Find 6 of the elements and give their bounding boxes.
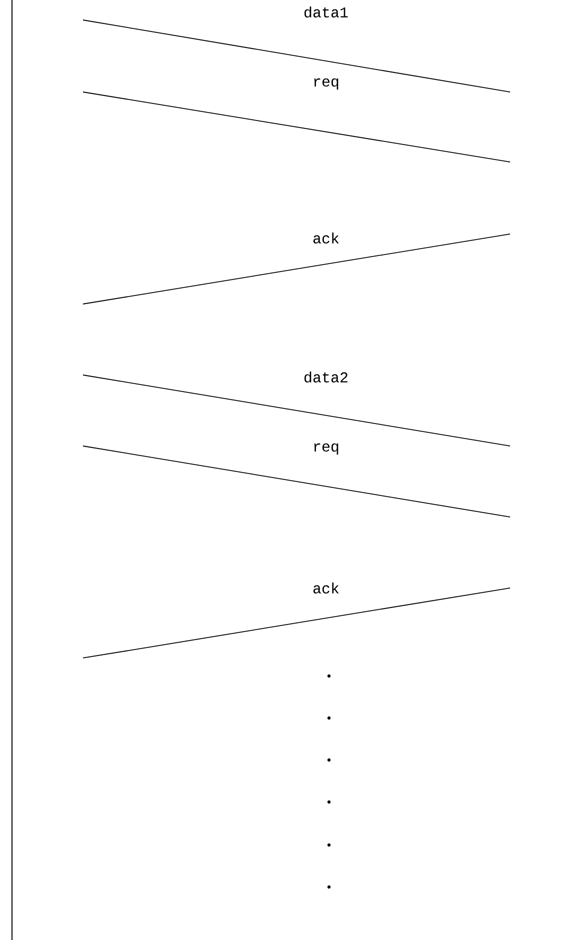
message-label: req	[314, 443, 338, 455]
message-label: ack	[313, 232, 339, 244]
message-label: ack	[313, 582, 339, 594]
message-label: data1	[304, 6, 348, 18]
message-label: req	[314, 78, 338, 90]
message-label: data2	[304, 371, 348, 383]
